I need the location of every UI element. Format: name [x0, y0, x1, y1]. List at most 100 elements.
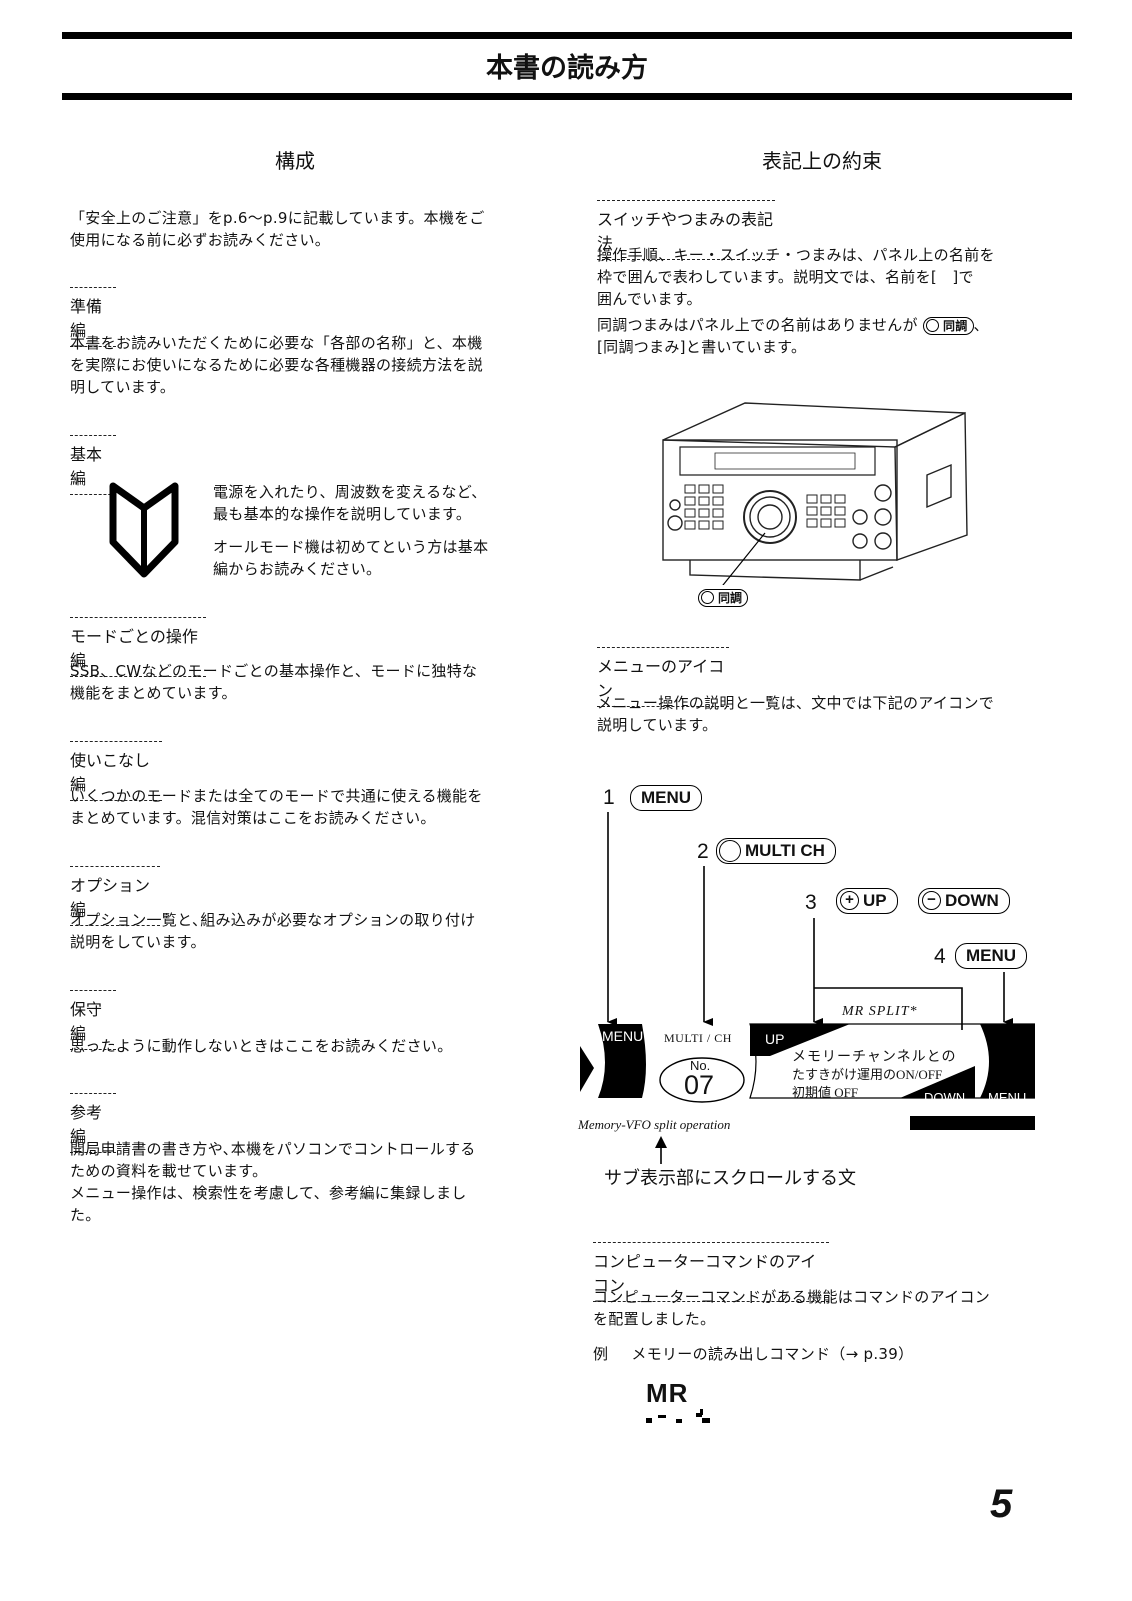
section-text-switch-notation: 操作手順、キー・スイッチ・つまみは、パネル上の名前を 枠で囲んで表わしています。… [597, 244, 995, 358]
right-heading: 表記上の約束 [762, 149, 882, 173]
intro-text: 「安全上のご注意」をp.6～p.9に記載しています。本機をご 使用になる前に必ず… [70, 207, 485, 251]
text-line: 本書をお読みいただくために必要な「各部の名称」と、本機 [70, 334, 483, 352]
title-rule-top [62, 32, 1072, 39]
mr-icon-label: MR [646, 1378, 689, 1408]
text-line: を配置しました。 [593, 1310, 716, 1328]
text-line: メニュー操作の説明と一覧は、文中では下記のアイコンで [597, 694, 995, 712]
menu-key-step1: MENU [630, 785, 703, 811]
tune-key-label: 同調 [718, 590, 743, 605]
section-title-options: オプション編 [70, 866, 160, 926]
section-title-command-icon: コンピューターコマンドのアイコン [593, 1242, 829, 1302]
section-text-mode-operation: SSB、CWなどのモードごとの基本操作と、モードに独特な 機能をまとめています。 [70, 660, 477, 704]
text-line: ための資料を載せています。 [70, 1162, 268, 1180]
text-line: まとめています。混信対策はここをお読みください。 [70, 809, 436, 827]
text-line: コンピューターコマンドがある機能はコマンドのアイコン [593, 1288, 991, 1306]
lcd-mr-split: MR SPLIT* [842, 1004, 918, 1019]
lcd-no-label: No. [690, 1058, 711, 1073]
up-key: +UP [836, 888, 898, 914]
knob-icon [719, 839, 741, 862]
lcd-menu-right: MENU [988, 1090, 1027, 1105]
text-line: を実際にお使いになるために必要な各種機器の接続方法を説 [70, 356, 484, 374]
text-line: 枠で囲んで表わしています。説明文では、名前を[ ]で [597, 268, 974, 286]
lcd-menu-left: MENU [602, 1028, 644, 1044]
text-line: 明しています。 [70, 378, 176, 396]
scroll-caption: Memory-VFO split operation [578, 1117, 731, 1132]
text-line: 電源を入れたり、周波数を変えるなど、 [213, 483, 487, 501]
tune-key-label: 同調 [942, 318, 968, 333]
down-key-label: DOWN [945, 891, 999, 910]
text-line: た。 [70, 1206, 101, 1224]
plus-icon: + [840, 891, 859, 911]
section-text-basic-2: オールモード機は初めてという方は基本 編からお読みください。 [213, 536, 488, 580]
mr-command-icon: MR [646, 1378, 716, 1425]
section-title-reference: 参考編 [70, 1093, 116, 1153]
section-text-advanced: いくつかのモードまたは全てのモードで共通に使える機能を まとめています。混信対策… [70, 785, 483, 829]
section-text-options: オプション一覧と､組み込みが必要なオプションの取り付け 説明をしています。 [70, 909, 476, 953]
step-number-1: 1 [603, 786, 615, 809]
tune-key-inline: 同調 [922, 316, 974, 335]
multi-ch-key-label: MULTI CH [745, 841, 825, 860]
page-number: 5 [990, 1482, 1013, 1526]
section-title-switch-notation: スイッチやつまみの表記法 [597, 200, 775, 260]
menu-key-label: MENU [630, 785, 703, 811]
tune-knob-label: 同調 [698, 587, 749, 607]
menu-key-label: MENU [955, 943, 1028, 969]
page-title: 本書の読み方 [486, 53, 648, 84]
multi-ch-key: MULTI CH [716, 838, 836, 864]
section-text-menu-icon: メニュー操作の説明と一覧は、文中では下記のアイコンで 説明しています。 [597, 692, 994, 736]
text-line: オプション一覧と､組み込みが必要なオプションの取り付け [70, 911, 476, 929]
down-key: −DOWN [918, 888, 1010, 914]
lcd-text-line3: 初期値 OFF [792, 1085, 859, 1100]
tune-key: 同調 [698, 588, 749, 607]
multi-ch-key-pill: MULTI CH [716, 838, 836, 864]
title-bar: 本書の読み方 [62, 32, 1072, 100]
section-title-basic: 基本編 [70, 435, 116, 495]
section-text-reference: 開局申請書の書き方や､本機をパソコンでコントロールする ための資料を載せています… [70, 1138, 476, 1226]
section-title-advanced: 使いこなし編 [70, 741, 162, 801]
section-text-maintenance: 思ったように動作しないときはここをお読みください。 [70, 1035, 453, 1057]
down-key-pill: −DOWN [918, 888, 1010, 914]
lcd-text-line1: メモリーチャンネルとの [792, 1050, 957, 1065]
up-key-label: UP [863, 891, 887, 910]
text-line: 説明しています。 [597, 716, 718, 734]
scroll-label: サブ表示部にスクロールする文 [604, 1168, 856, 1189]
lcd-background [580, 1023, 1035, 1130]
section-text-preparation: 本書をお読みいただくために必要な「各部の名称」と、本機 を実際にお使いになるため… [70, 332, 483, 398]
arrow-up-icon [655, 1136, 667, 1164]
example-label: 例 [593, 1345, 609, 1363]
text-fragment: 同調つまみはパネル上での名前はありませんが [597, 316, 918, 334]
lcd-up: UP [765, 1031, 785, 1047]
section-title-mode-operation: モードごとの操作編 [70, 617, 206, 677]
up-key-pill: +UP [836, 888, 898, 914]
example-text: メモリーの読み出しコマンド（→ p.39） [631, 1345, 914, 1363]
section-text-basic: 電源を入れたり、周波数を変えるなど、 最も基本的な操作を説明しています。 [213, 481, 487, 525]
minus-icon: − [922, 891, 941, 911]
section-text-command-icon: コンピューターコマンドがある機能はコマンドのアイコン を配置しました。 [593, 1286, 990, 1330]
text-line: 思ったように動作しないときはここをお読みください。 [70, 1037, 453, 1055]
section-title-menu-icon: メニューのアイコン [597, 647, 729, 707]
text-line: [同調つまみ]と書いています。 [597, 338, 807, 356]
step-number-4: 4 [934, 945, 946, 968]
lcd-text-line2: たすきがけ運用のON/OFF [792, 1067, 943, 1082]
step-arrows [607, 812, 1013, 1030]
text-line: 同調つまみはパネル上での名前はありませんが 同調、 [597, 314, 995, 336]
text-line: 編からお読みください。 [213, 560, 382, 578]
section-title-maintenance: 保守編 [70, 990, 116, 1050]
knob-icon [925, 318, 939, 332]
lcd-menu-number: 07 [684, 1070, 715, 1100]
text-line: オールモード機は初めてという方は基本 [213, 538, 489, 556]
text-line: 最も基本的な操作を説明しています。 [213, 505, 472, 523]
intro-line: 「安全上のご注意」をp.6～p.9に記載しています。本機をご [70, 209, 485, 227]
text-line: 開局申請書の書き方や､本機をパソコンでコントロールする [70, 1140, 476, 1158]
command-example: 例 メモリーの読み出しコマンド（→ p.39） [593, 1343, 913, 1365]
text-line: いくつかのモードまたは全てのモードで共通に使える機能を [70, 787, 483, 805]
transceiver-illustration [662, 402, 968, 585]
lcd-down: DOWN [924, 1090, 966, 1105]
text-line: 説明をしています。 [70, 933, 206, 951]
title-rule-bottom [62, 93, 1072, 100]
text-line: 囲んでいます。 [597, 290, 702, 308]
lcd-multi-ch: MULTI / CH [664, 1031, 732, 1045]
terminal-icon [646, 1409, 710, 1423]
knob-icon [701, 590, 714, 604]
text-line: 機能をまとめています。 [70, 684, 237, 702]
